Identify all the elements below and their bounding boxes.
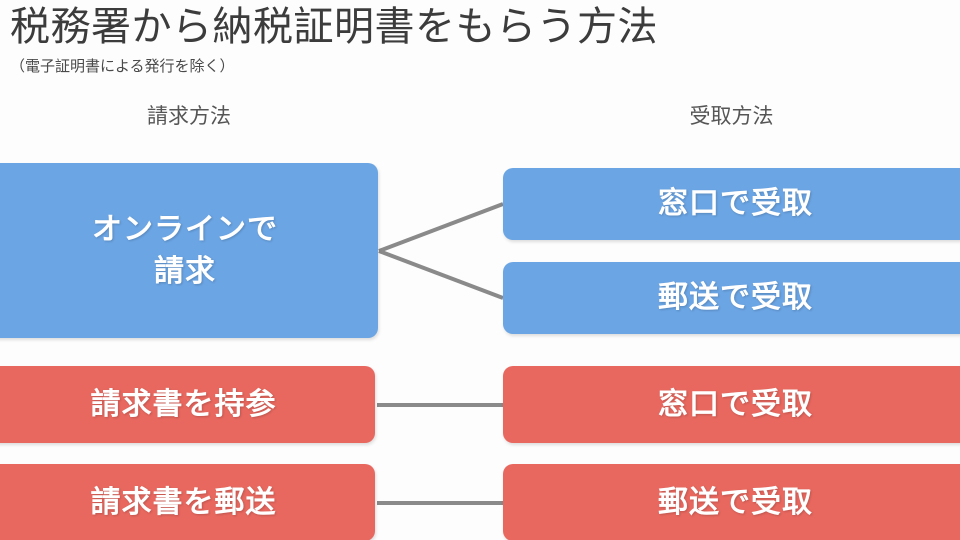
box-receive-counter-online-label: 窓口で受取 (658, 187, 813, 220)
box-request-online[interactable]: オンラインで 請求 (0, 163, 378, 338)
box-receive-post-online[interactable]: 郵送で受取 (503, 262, 960, 334)
box-receive-counter-paper-label: 窓口で受取 (658, 387, 813, 421)
column-header-receive-method: 受取方法 (689, 105, 774, 128)
page-subtitle: （電子証明書による発行を除く） (10, 58, 235, 75)
box-receive-post-paper-label: 郵送で受取 (658, 485, 813, 519)
box-request-bring-label: 請求書を持参 (90, 387, 277, 421)
box-request-by-mail-label: 請求書を郵送 (90, 485, 277, 519)
box-receive-counter-paper[interactable]: 窓口で受取 (503, 366, 960, 443)
connector-online-to-counter (378, 202, 504, 253)
column-header-request-method: 請求方法 (147, 105, 231, 128)
box-receive-post-paper[interactable]: 郵送で受取 (503, 464, 960, 540)
box-request-bring-in-person[interactable]: 請求書を持参 (0, 366, 375, 443)
box-request-by-mail[interactable]: 請求書を郵送 (0, 464, 375, 540)
connector-online-to-post (378, 249, 504, 300)
page-title: 税務署から納税証明書をもらう方法 (10, 5, 658, 49)
box-request-online-label-line2: 請求 (154, 254, 216, 288)
box-receive-post-online-label: 郵送で受取 (658, 281, 813, 314)
box-receive-counter-online[interactable]: 窓口で受取 (503, 168, 960, 240)
box-request-online-label-line1: オンラインで (92, 212, 278, 246)
